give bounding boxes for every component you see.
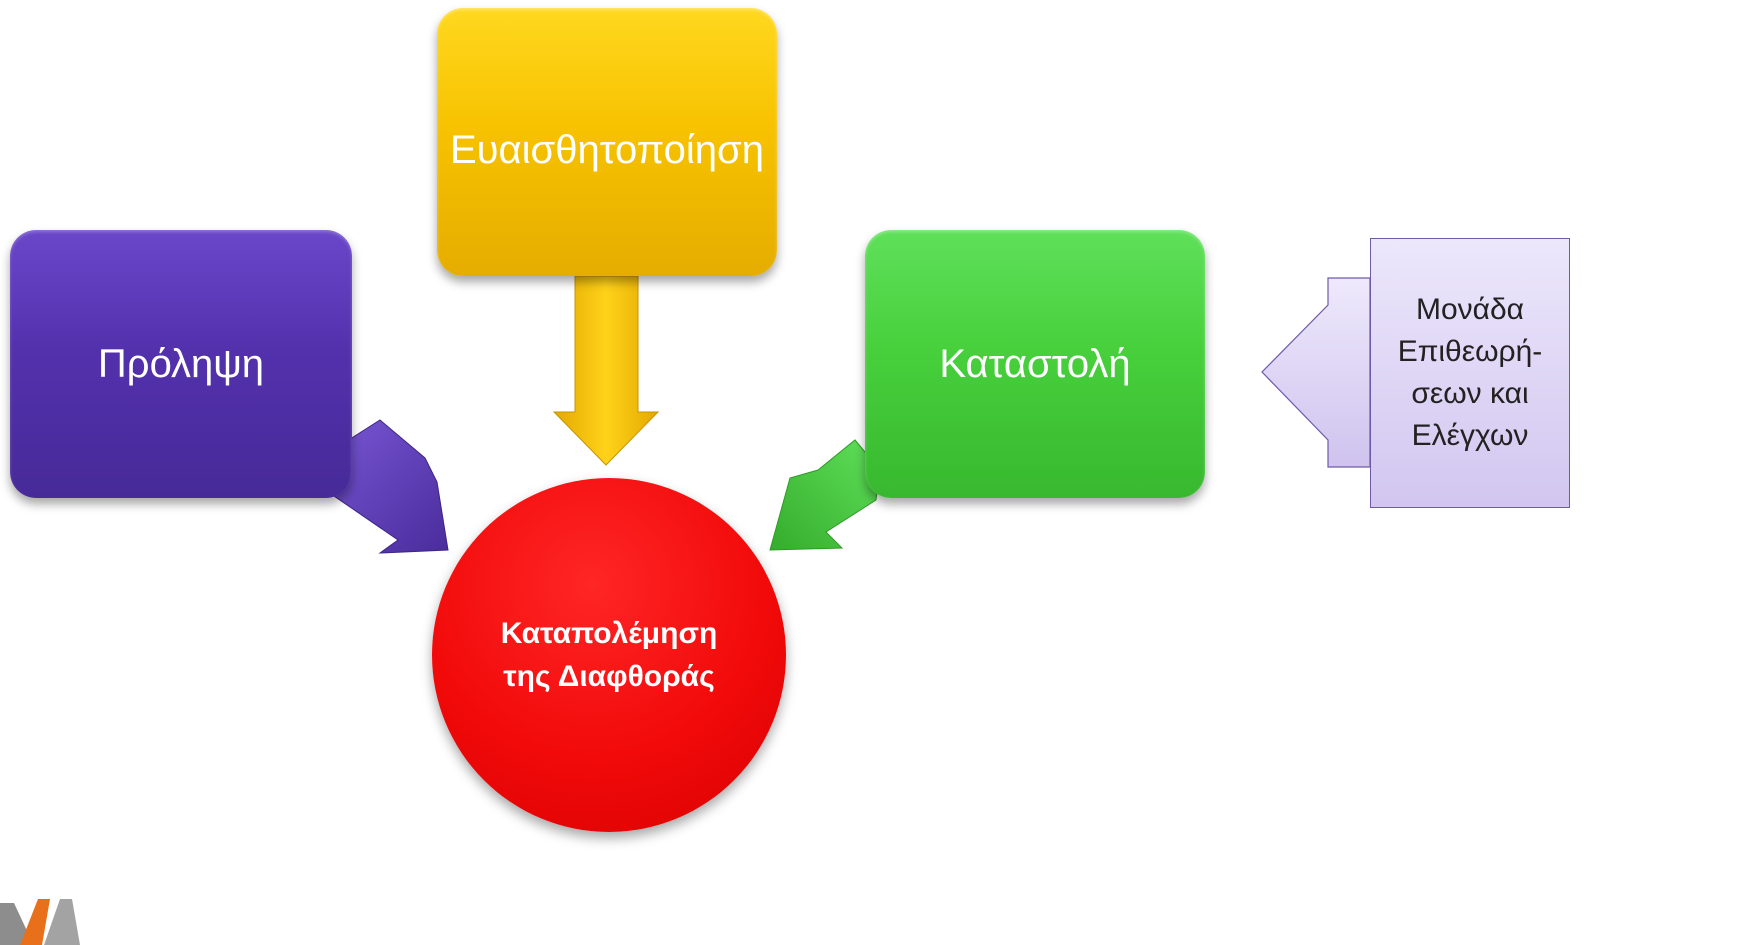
center-label-line1: Καταπολέμηση (500, 616, 718, 650)
center-circle: Καταπολέμηση της Διαφθοράς (432, 478, 786, 832)
awareness-label: Ευαισθητοποίηση (449, 128, 764, 172)
suppression-label: Καταστολή (939, 341, 1131, 386)
arrow-awareness-to-center (552, 275, 660, 466)
logo-icon (0, 899, 80, 945)
awareness-box: Ευαισθητοποίηση (437, 8, 777, 276)
unit-label-line3: σεων και (1411, 377, 1529, 410)
prevention-label: Πρόληψη (97, 341, 265, 386)
unit-label-line1: Μονάδα (1415, 293, 1525, 326)
unit-label-line2: Επιθεωρή- (1397, 335, 1543, 368)
arrow-suppression-to-center (769, 439, 881, 551)
inspection-unit-box: Μονάδα Επιθεωρή- σεων και Ελέγχων (1370, 238, 1570, 508)
prevention-box: Πρόληψη (10, 230, 352, 498)
suppression-box: Καταστολή (865, 230, 1205, 498)
unit-label-line4: Ελέγχων (1411, 419, 1529, 452)
center-label-line2: της Διαφθοράς (503, 660, 715, 693)
arrow-unit-callout (1261, 277, 1371, 468)
